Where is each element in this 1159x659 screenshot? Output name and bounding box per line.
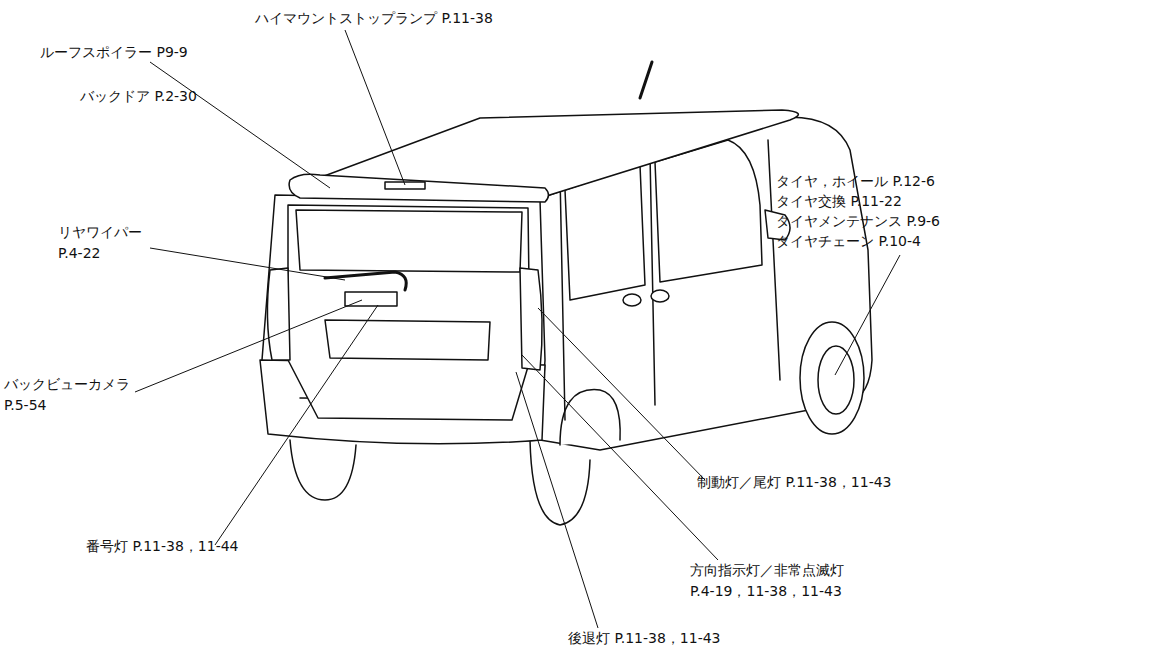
rear-right-tire	[530, 440, 590, 525]
leader-line	[345, 30, 405, 185]
leader-line	[215, 305, 378, 545]
rear-left-tire	[290, 440, 356, 500]
callout-label: 後退灯 P.11-38，11-43	[568, 628, 721, 649]
leader-line	[522, 355, 718, 560]
callout-label: 番号灯 P.11-38，11-44	[86, 536, 239, 557]
rear-glass	[296, 210, 522, 272]
wheel-hub	[818, 346, 854, 414]
callout-label: リヤワイパー P.4-22	[58, 222, 158, 264]
leader-line	[516, 372, 598, 628]
callout-label: バックビューカメラ P.5-54	[4, 374, 144, 416]
leader-line	[150, 248, 345, 280]
high-mount-stop-lamp	[385, 182, 425, 189]
callout-label: 制動灯／尾灯 P.11-38，11-43	[697, 472, 892, 493]
leader-line	[835, 255, 900, 375]
leader-line	[538, 308, 705, 480]
rear-wheel-arch	[560, 390, 620, 445]
back-door	[288, 205, 530, 420]
left-tail-lamp	[267, 268, 290, 360]
right-tail-lamp	[520, 268, 542, 370]
callout-label: バックドア P.2-30	[80, 86, 197, 107]
door-line	[560, 175, 565, 420]
callout-label: タイヤ交換 P.11-22	[776, 191, 902, 212]
leader-lines	[135, 30, 900, 628]
roof-spoiler	[289, 174, 548, 202]
door-line	[650, 155, 655, 405]
front-door-window	[655, 140, 762, 282]
door-handle	[651, 290, 669, 302]
callout-label: タイヤチェーン P.10-4	[776, 231, 921, 252]
callout-label: ハイマウントストップランプ P.11-38	[255, 8, 493, 29]
callout-label: タイヤメンテナンス P.9-6	[776, 211, 940, 232]
callout-label: タイヤ，ホイール P.12-6	[776, 171, 935, 192]
plate-recess	[325, 320, 490, 360]
door-handle	[623, 294, 641, 306]
rear-wiper	[325, 272, 406, 290]
callout-label: ルーフスポイラー P9-9	[40, 42, 188, 63]
callout-label: 方向指示灯／非常点滅灯 P.4-19，11-38，11-43	[690, 560, 858, 602]
leader-line	[150, 62, 330, 188]
antenna	[640, 62, 652, 98]
